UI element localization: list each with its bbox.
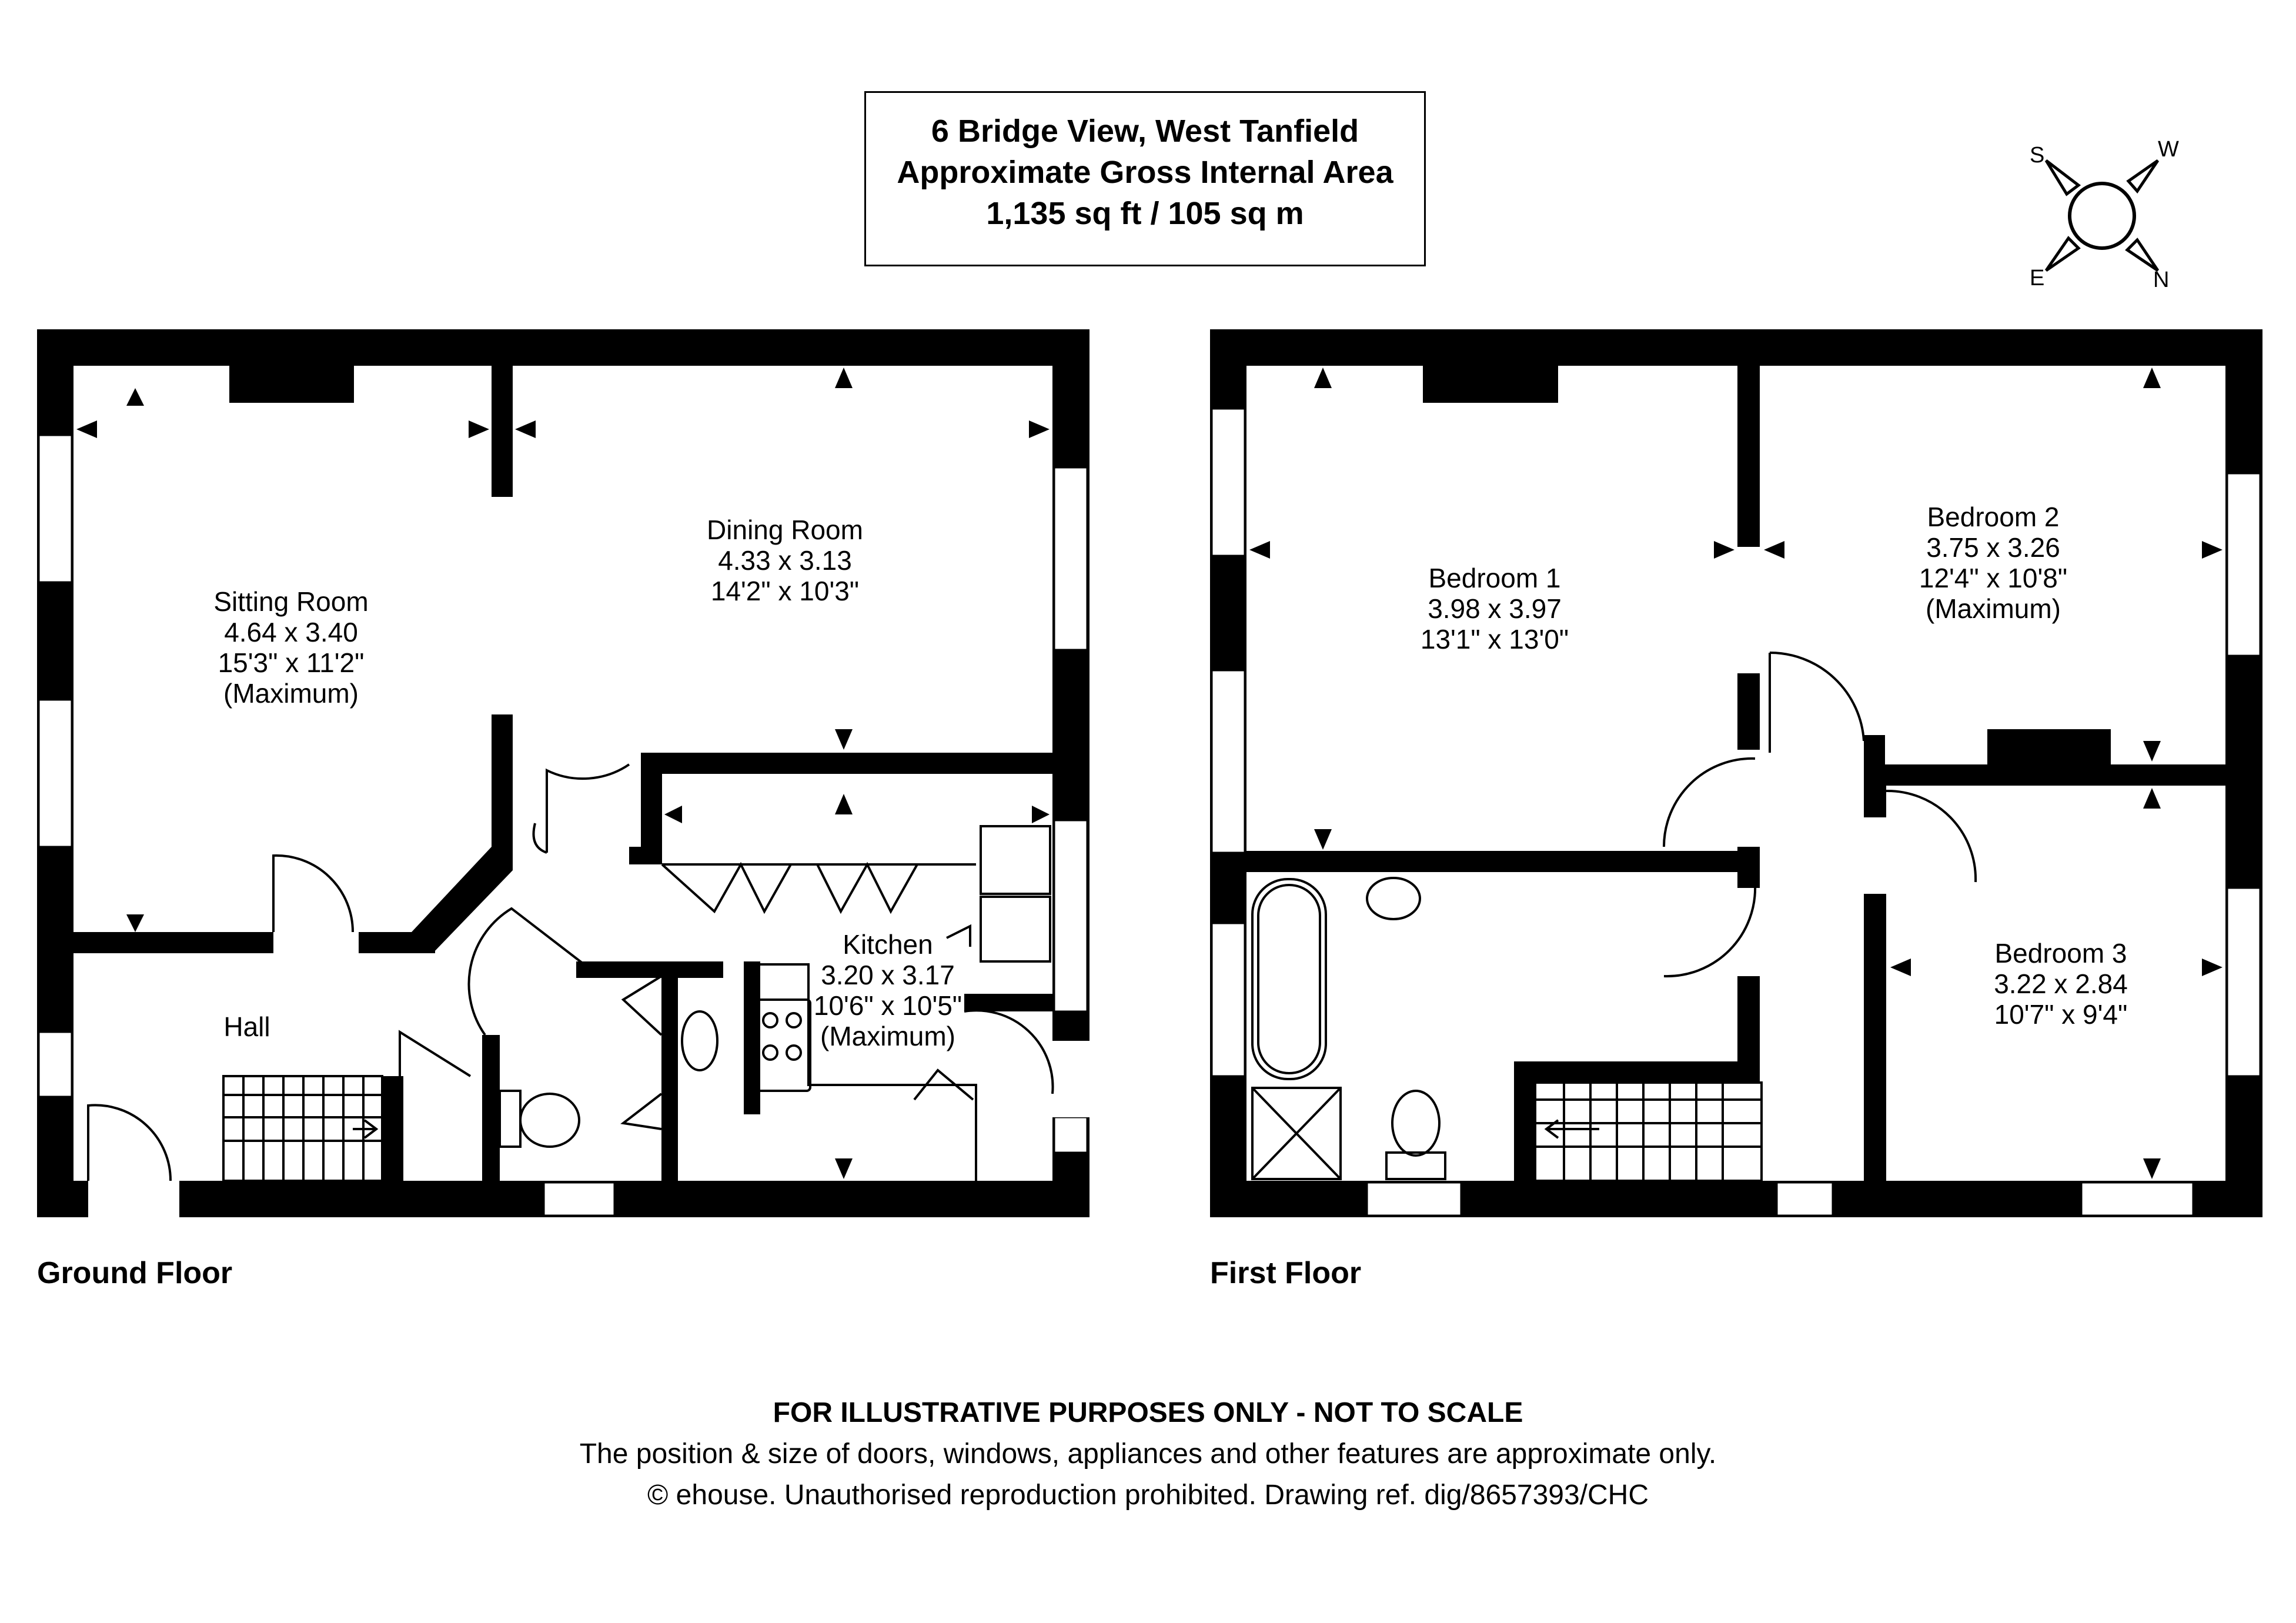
room-imperial: 15'3" x 11'2": [218, 647, 365, 678]
room-name: Hall: [223, 1011, 270, 1042]
compass-s: S: [2030, 143, 2045, 168]
compass-icon: [2044, 159, 2160, 272]
gf-window-left-2: [38, 699, 73, 848]
gf-window-right-3: [1053, 1116, 1088, 1154]
room-name: Bedroom 1: [1428, 563, 1561, 593]
property-address: 6 Bridge View, West Tanfield: [931, 113, 1359, 149]
gf-window-right-2: [1053, 819, 1088, 1013]
room-metric: 4.64 x 3.40: [224, 617, 358, 647]
room-metric: 4.33 x 3.13: [718, 545, 852, 576]
room-note: (Maximum): [1926, 593, 2061, 624]
room-note: (Maximum): [223, 678, 359, 709]
first-floor-plan: [1210, 329, 2262, 1217]
room-imperial: 10'7" x 9'4": [1994, 999, 2128, 1030]
room-bedroom-1: Bedroom 1 3.98 x 3.97 13'1" x 13'0": [1421, 563, 1569, 654]
area-subtitle: Approximate Gross Internal Area: [897, 155, 1393, 190]
room-metric: 3.98 x 3.97: [1428, 593, 1562, 624]
gf-window-left-1: [38, 434, 73, 583]
room-note: (Maximum): [820, 1021, 955, 1051]
gf-window-bottom-1: [543, 1181, 616, 1217]
room-metric: 3.22 x 2.84: [1994, 969, 2128, 999]
footer-note: The position & size of doors, windows, a…: [579, 1438, 1717, 1470]
room-name: Sitting Room: [213, 586, 369, 617]
room-name: Bedroom 3: [1994, 938, 2127, 969]
room-imperial: 13'1" x 13'0": [1420, 624, 1569, 654]
footer-disclaimer: FOR ILLUSTRATIVE PURPOSES ONLY - NOT TO …: [773, 1397, 1523, 1428]
room-imperial: 14'2" x 10'3": [710, 576, 860, 606]
ground-floor-plan: [37, 329, 1089, 1217]
compass-e: E: [2030, 266, 2045, 290]
room-bedroom-2: Bedroom 2 3.75 x 3.26 12'4" x 10'8" (Max…: [1919, 502, 2067, 624]
room-dining-room: Dining Room 4.33 x 3.13 14'2" x 10'3": [707, 515, 863, 606]
first-floor-label: First Floor: [1210, 1256, 1362, 1290]
gf-window-left-3: [38, 1031, 73, 1098]
ground-floor-label: Ground Floor: [37, 1256, 233, 1290]
area-value: 1,135 sq ft / 105 sq m: [986, 196, 1304, 231]
title-box: 6 Bridge View, West Tanfield Approximate…: [864, 91, 1426, 266]
gf-wall-top: [37, 329, 1089, 366]
room-name: Kitchen: [843, 929, 933, 960]
gf-window-right-1: [1053, 466, 1088, 651]
ff-wall-right: [2225, 329, 2262, 1217]
room-name: Bedroom 2: [1927, 502, 2060, 532]
room-metric: 3.20 x 3.17: [821, 960, 955, 990]
room-imperial: 12'4" x 10'8": [1919, 563, 2068, 593]
footer-copyright: © ehouse. Unauthorised reproduction proh…: [647, 1480, 1649, 1511]
room-name: Dining Room: [707, 515, 863, 545]
room-imperial: 10'6" x 10'5": [813, 990, 962, 1021]
ff-wall-top: [1210, 329, 2262, 366]
compass-n: N: [2153, 268, 2170, 292]
compass-w: W: [2158, 137, 2179, 162]
room-hall: Hall: [223, 1011, 270, 1042]
room-kitchen: Kitchen 3.20 x 3.17 10'6" x 10'5" (Maxim…: [814, 929, 962, 1051]
room-metric: 3.75 x 3.26: [1926, 532, 2060, 563]
room-bedroom-3: Bedroom 3 3.22 x 2.84 10'7" x 9'4": [1994, 938, 2128, 1030]
room-sitting-room: Sitting Room 4.64 x 3.40 15'3" x 11'2" (…: [213, 586, 368, 709]
